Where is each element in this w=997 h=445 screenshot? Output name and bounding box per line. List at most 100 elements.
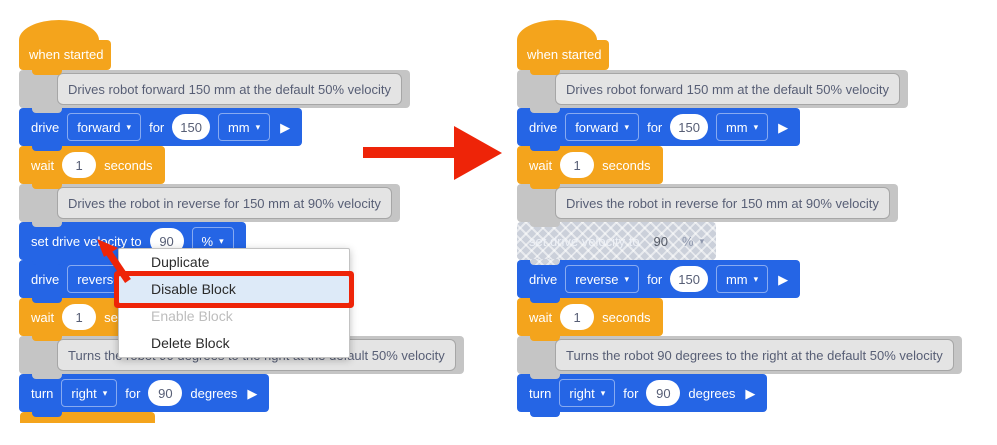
drive-reverse-block[interactable]: drive reverse ▾ for 150 mm ▾ ▶: [517, 260, 801, 303]
wait-block[interactable]: wait 1 seconds: [517, 298, 663, 341]
comment-block-forward[interactable]: Drives robot forward 150 mm at the defau…: [19, 70, 410, 113]
block-label: seconds: [104, 157, 153, 173]
dropdown-value: forward: [575, 119, 619, 135]
turn-right-block[interactable]: turn right ▾ for 90 degrees ▶: [19, 374, 270, 417]
drive-forward-block[interactable]: drive forward ▾ for 150 mm ▾ ▶: [517, 108, 801, 151]
set-drive-velocity-block-disabled[interactable]: set drive velocity to 90 % ▾: [517, 222, 716, 265]
block-label: degrees: [688, 385, 736, 401]
dropdown-value: mm: [725, 271, 748, 287]
comment-text: Drives the robot in reverse for 150 mm a…: [555, 187, 890, 219]
direction-dropdown[interactable]: right ▾: [61, 379, 118, 407]
dropdown-value: reverse: [77, 271, 121, 287]
comment-block-forward[interactable]: Drives robot forward 150 mm at the defau…: [517, 70, 908, 113]
hat-block-label: when started: [527, 47, 602, 62]
chevron-down-icon: ▾: [126, 121, 132, 132]
play-icon[interactable]: ▶: [778, 119, 789, 135]
drive-forward-block[interactable]: drive forward ▾ for 150 mm ▾ ▶: [19, 108, 303, 151]
unit-dropdown[interactable]: mm ▾: [715, 113, 769, 141]
block-label: seconds: [602, 157, 651, 173]
comment-text: Drives robot forward 150 mm at the defau…: [57, 73, 402, 105]
distance-input[interactable]: 150: [670, 114, 708, 140]
distance-input[interactable]: 150: [172, 114, 210, 140]
block-label: wait: [31, 157, 55, 173]
unit-dropdown: % ▾: [682, 234, 704, 249]
block-stack-before: when started Drives robot forward 150 mm…: [19, 0, 499, 445]
turn-right-block[interactable]: turn right ▾ for 90 degrees ▶: [517, 374, 768, 417]
direction-dropdown[interactable]: reverse ▾: [565, 265, 640, 293]
block-label: drive: [31, 119, 60, 135]
velocity-value: 90: [653, 233, 669, 249]
chevron-down-icon: ▾: [600, 387, 606, 398]
angle-input[interactable]: 90: [148, 380, 183, 406]
comment-text: Drives the robot in reverse for 150 mm a…: [57, 187, 392, 219]
wait-seconds-input[interactable]: 1: [560, 304, 595, 330]
chevron-down-icon: ▾: [255, 121, 261, 132]
transition-arrow-shaft: [363, 147, 454, 158]
block-label: for: [149, 119, 165, 135]
chevron-down-icon: ▾: [753, 121, 759, 132]
direction-dropdown[interactable]: forward ▾: [565, 113, 640, 141]
partial-next-block[interactable]: [20, 412, 155, 423]
transition-arrow-icon: [454, 126, 502, 180]
hat-block-label: when started: [29, 47, 104, 62]
when-started-hat-block[interactable]: when started: [19, 20, 111, 75]
block-label: degrees: [190, 385, 238, 401]
chevron-down-icon: ▾: [624, 121, 630, 132]
menu-item-duplicate[interactable]: Duplicate: [151, 254, 210, 270]
play-icon[interactable]: ▶: [778, 271, 789, 287]
chevron-down-icon: ▾: [699, 235, 705, 246]
dropdown-value: %: [682, 233, 694, 249]
red-cursor-pointer-icon: [97, 239, 131, 283]
chevron-down-icon: ▾: [753, 273, 759, 284]
comment-block-turn[interactable]: Turns the robot 90 degrees to the right …: [517, 336, 962, 379]
block-label: turn: [31, 385, 54, 401]
block-label: wait: [529, 157, 553, 173]
dropdown-value: right: [71, 385, 97, 401]
direction-dropdown[interactable]: forward ▾: [67, 113, 142, 141]
block-context-menu: Duplicate Disable Block Enable Block Del…: [118, 248, 350, 358]
wait-block[interactable]: wait 1 seconds: [517, 146, 663, 189]
comment-text: Turns the robot 90 degrees to the right …: [555, 339, 954, 371]
unit-dropdown[interactable]: mm ▾: [217, 113, 271, 141]
dropdown-value: forward: [77, 119, 121, 135]
when-started-hat-block[interactable]: when started: [517, 20, 609, 75]
block-label: for: [647, 271, 663, 287]
chevron-down-icon: ▾: [624, 273, 630, 284]
dropdown-value: %: [201, 233, 214, 249]
wait-seconds-input[interactable]: 1: [560, 152, 595, 178]
unit-dropdown[interactable]: mm ▾: [715, 265, 769, 293]
block-label: wait: [529, 309, 553, 325]
block-stack-after: when started Drives robot forward 150 mm…: [517, 0, 997, 445]
block-label: drive: [31, 271, 60, 287]
dropdown-value: right: [569, 385, 595, 401]
menu-item-disable-block[interactable]: Disable Block: [119, 276, 349, 303]
dropdown-value: mm: [725, 119, 748, 135]
chevron-down-icon: ▾: [102, 387, 108, 398]
block-label: for: [125, 385, 141, 401]
chevron-down-icon: ▾: [219, 235, 224, 246]
block-label: for: [647, 119, 663, 135]
distance-input[interactable]: 150: [670, 266, 708, 292]
direction-dropdown[interactable]: right ▾: [559, 379, 616, 407]
angle-input[interactable]: 90: [646, 380, 681, 406]
wait-block[interactable]: wait 1 seconds: [19, 146, 165, 189]
play-icon[interactable]: ▶: [247, 385, 258, 401]
block-label: turn: [529, 385, 552, 401]
block-label: seconds: [602, 309, 651, 325]
block-label: drive: [529, 271, 558, 287]
wait-seconds-input[interactable]: 1: [62, 304, 97, 330]
dropdown-value: mm: [227, 119, 250, 135]
comment-text: Drives robot forward 150 mm at the defau…: [555, 73, 900, 105]
comment-block-reverse[interactable]: Drives the robot in reverse for 150 mm a…: [19, 184, 400, 227]
dropdown-value: reverse: [575, 271, 619, 287]
block-label: drive: [529, 119, 558, 135]
wait-seconds-input[interactable]: 1: [62, 152, 97, 178]
comment-block-reverse[interactable]: Drives the robot in reverse for 150 mm a…: [517, 184, 898, 227]
block-label: wait: [31, 309, 55, 325]
block-label: set drive velocity to: [31, 233, 142, 249]
menu-item-delete-block[interactable]: Delete Block: [151, 335, 230, 351]
play-icon[interactable]: ▶: [745, 385, 756, 401]
block-label: for: [623, 385, 639, 401]
play-icon[interactable]: ▶: [280, 119, 291, 135]
